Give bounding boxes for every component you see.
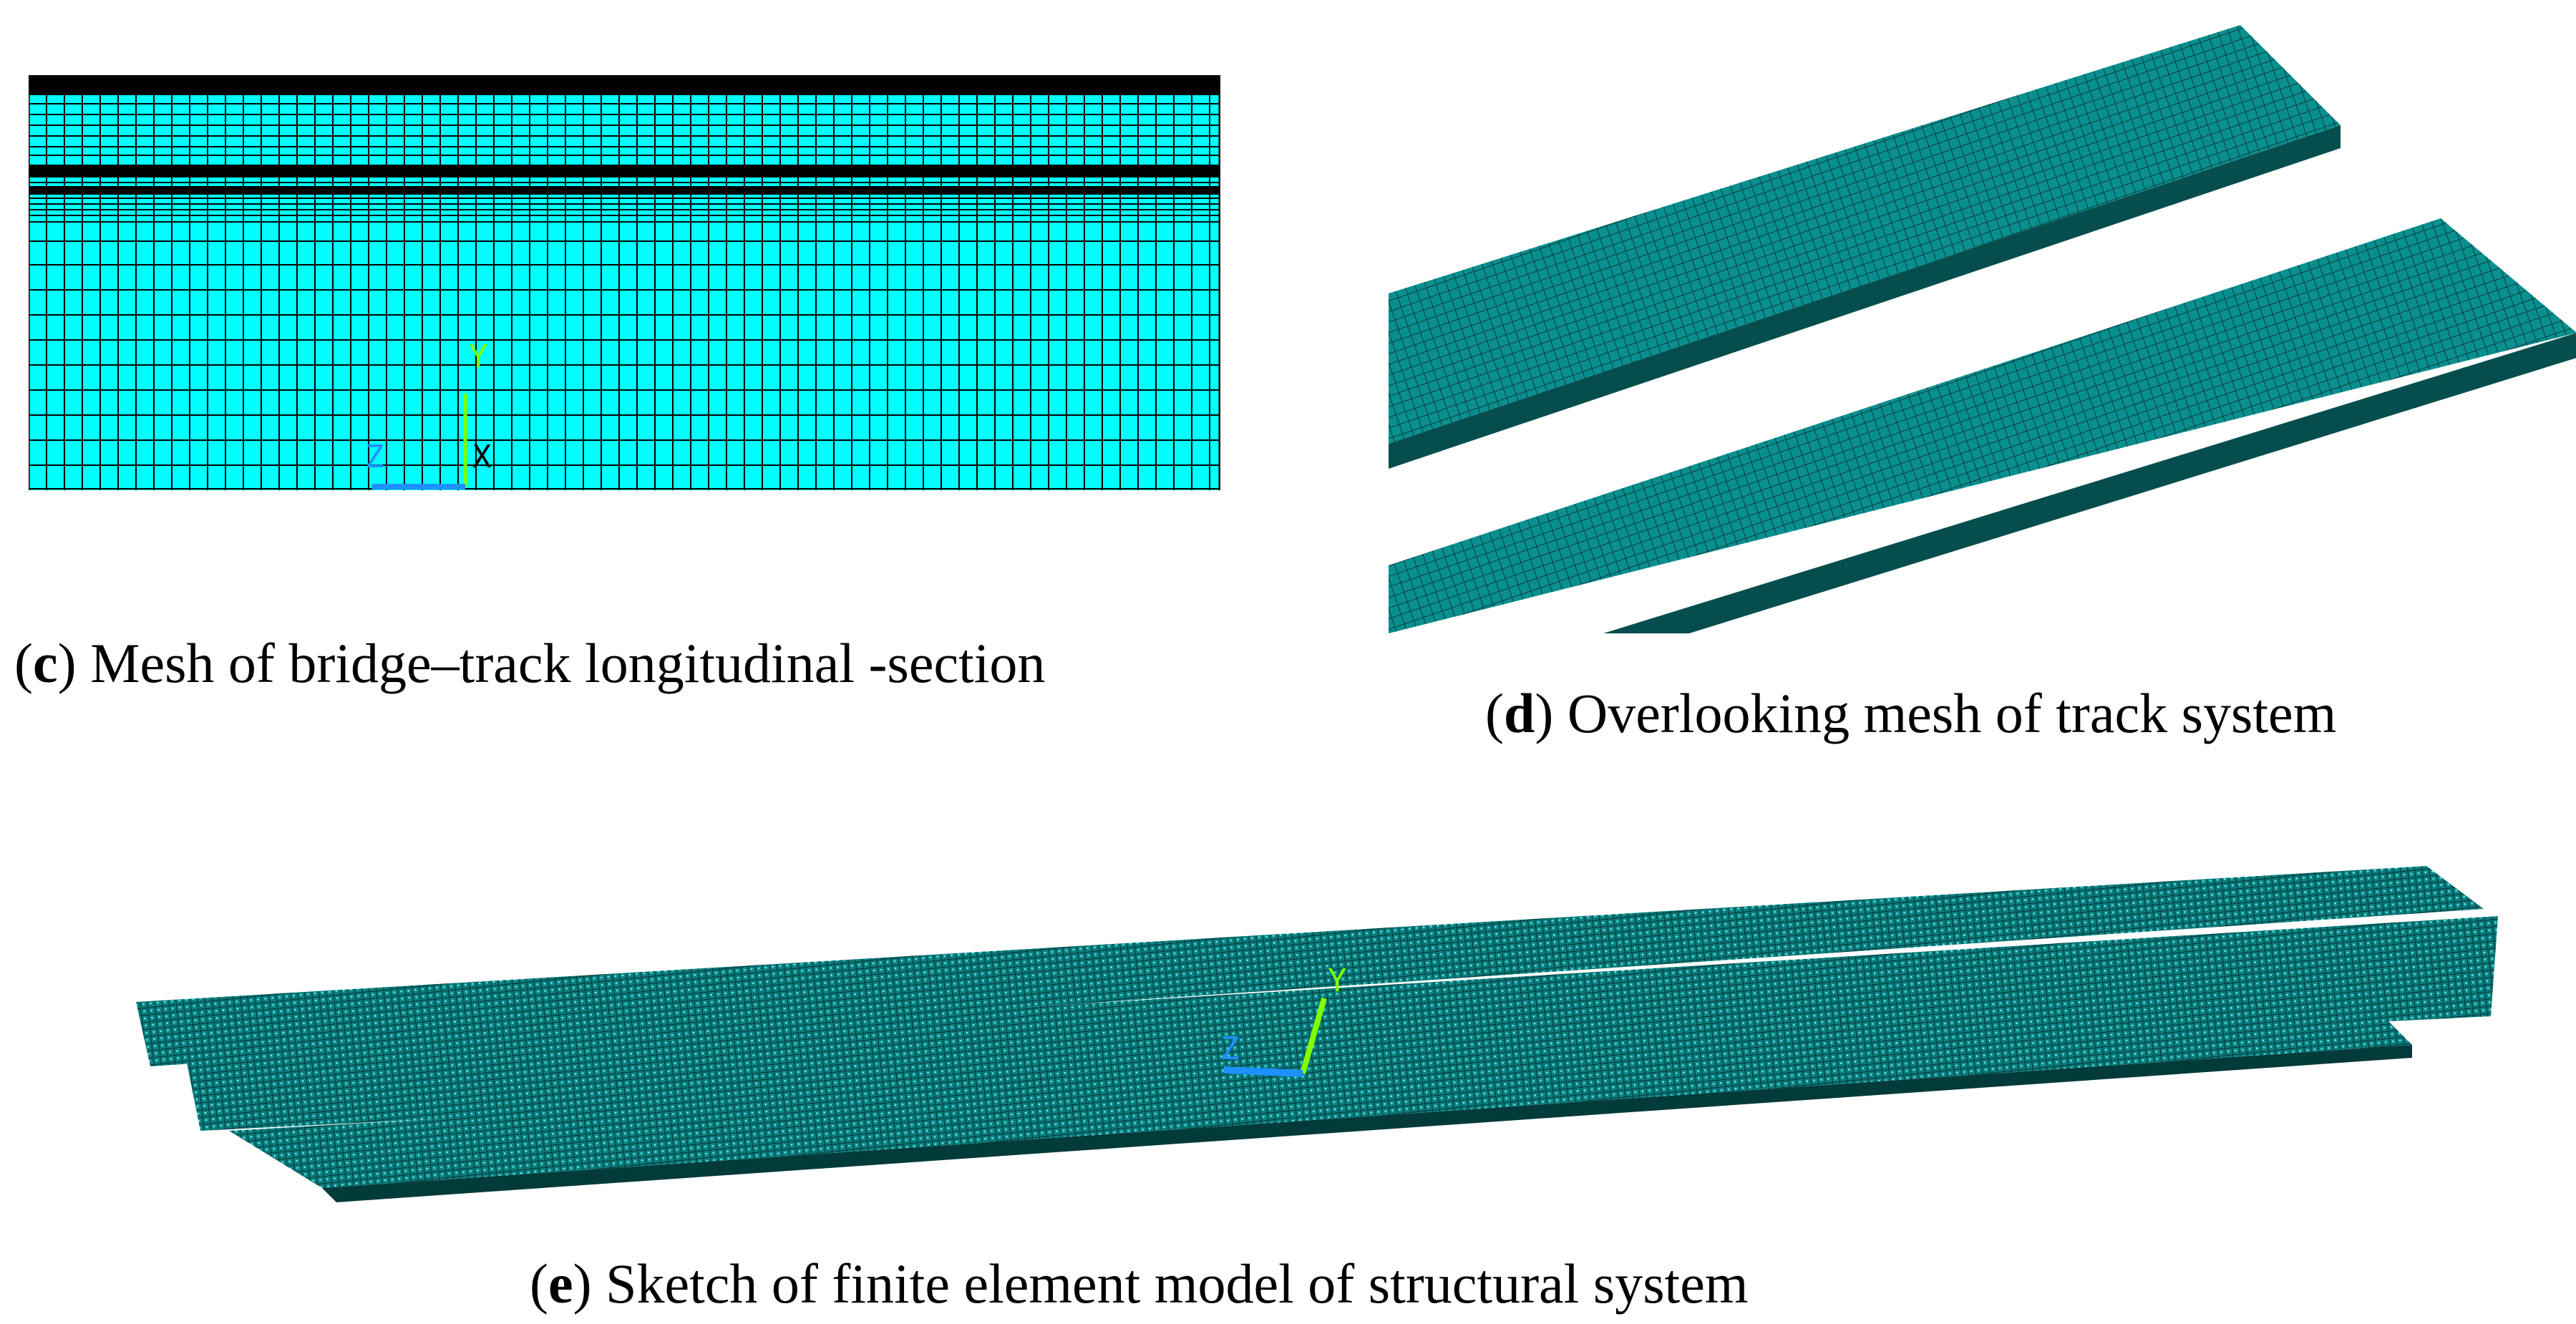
fe-model-figure: Y Z [136, 866, 2498, 1202]
caption-d-letter: d [1503, 682, 1535, 744]
fe-model-body [136, 866, 2498, 1202]
caption-e: (e) Sketch of finite element model of st… [530, 1252, 1749, 1315]
caption-e-text: Sketch of finite element model of struct… [606, 1252, 1749, 1315]
lower-track-slab [1389, 218, 2576, 633]
dense-mesh-band [29, 165, 1220, 177]
section-mesh-figure: Y Z X [29, 75, 1220, 490]
axis-label-z: Z [365, 439, 384, 475]
fe-axis-label-z: Z [1220, 1031, 1240, 1067]
panel-c-section-mesh: Y Z X [29, 75, 1220, 490]
panel-e-fe-model: Y Z [122, 830, 2498, 1217]
caption-d: (d) Overlooking mesh of track system [1485, 682, 2337, 744]
mesh-grid-lines [29, 75, 1220, 490]
upper-track-top [1389, 25, 2341, 444]
fe-middle-layer [186, 916, 2498, 1131]
caption-e-letter: e [548, 1252, 573, 1315]
caption-d-text: Overlooking mesh of track system [1567, 682, 2337, 744]
lower-track-edge [1603, 333, 2576, 633]
fe-z-axis-line [1223, 1066, 1303, 1077]
fe-axis-label-y: Y [1328, 963, 1347, 999]
panel-d-track-mesh [1389, 25, 2576, 633]
mesh-background [29, 75, 1220, 490]
upper-track-edge [1389, 125, 2341, 469]
fe-y-axis-line [1300, 997, 1327, 1075]
upper-track-slab [1389, 25, 2341, 469]
fe-lower-layer [229, 1009, 2412, 1188]
caption-c-text: Mesh of bridge–track longitudinal -secti… [90, 632, 1046, 694]
axis-label-y: Y [469, 339, 488, 375]
lower-track-top [1389, 218, 2576, 633]
axis-label-x: X [472, 439, 492, 475]
caption-c-letter: c [32, 632, 58, 694]
dense-mesh-band [29, 75, 1220, 95]
track-mesh-figure [1389, 25, 2576, 633]
caption-c: (c) Mesh of bridge–track longitudinal -s… [14, 632, 1046, 694]
dense-mesh-band [29, 186, 1220, 195]
fe-upper-layer [136, 866, 2484, 1066]
fe-edge-shadow [322, 1045, 2412, 1202]
axis-triad: Y Z X [365, 339, 492, 490]
fe-axis-triad: Y Z [1220, 963, 1347, 1077]
